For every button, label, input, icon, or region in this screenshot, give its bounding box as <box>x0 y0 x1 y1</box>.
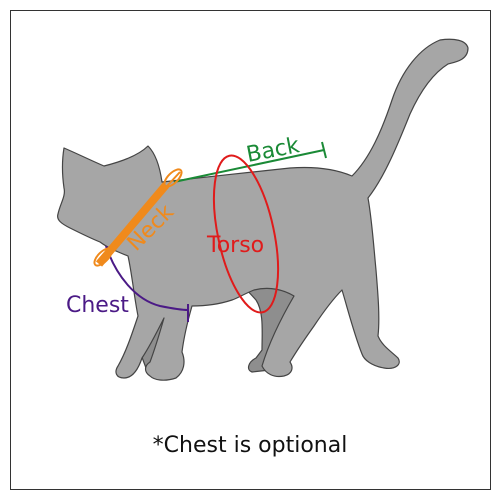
torso-measure-loop <box>212 154 280 314</box>
torso-label: Torso <box>206 233 264 258</box>
back-measure-line <box>173 141 327 183</box>
back-label: Back <box>244 133 301 168</box>
chest-measure-line <box>105 245 189 322</box>
chest-label: Chest <box>66 293 129 318</box>
neck-measure-band <box>93 168 183 267</box>
chest-optional-footnote: *Chest is optional <box>153 433 348 458</box>
cat-silhouette <box>57 38 469 381</box>
